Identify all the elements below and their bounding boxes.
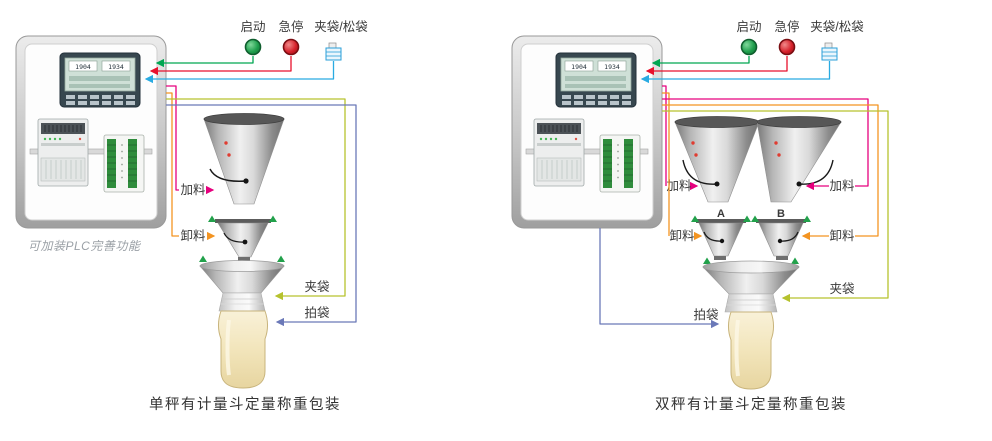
indicator-dot — [694, 153, 698, 157]
clamp-release-wire — [144, 61, 335, 84]
feed-left-line — [662, 85, 667, 186]
discharge-line — [166, 92, 179, 237]
weigh-hopper — [215, 219, 271, 261]
single-scale-diagram: 1904 1934 — [15, 19, 368, 413]
hopper-b-label: B — [777, 208, 785, 220]
hmi-touchscreen: 1904 1934 — [59, 52, 141, 108]
hopper-a-label: A — [717, 208, 725, 220]
clamp-bag-label: 夹袋 — [304, 280, 330, 294]
start-button-label: 启动 — [240, 20, 265, 34]
discharge-label: 卸料 — [180, 228, 206, 243]
start-wire — [155, 56, 254, 68]
clamp-bag-line — [166, 98, 346, 301]
estop-button-icon — [778, 38, 796, 56]
discharge-right-line — [662, 104, 879, 237]
plc-option-note: 可加装PLC完善功能 — [28, 239, 142, 253]
discharge-left-label: 卸料 — [669, 228, 695, 243]
feed-label: 加料 — [180, 183, 206, 197]
din-rail — [525, 148, 649, 155]
clamp-bag-line — [662, 110, 889, 303]
start-button-label: 启动 — [736, 20, 761, 34]
diagram-caption: 双秤有计量斗定量称重包装 — [655, 396, 847, 413]
control-cabinet: 1904 1934 — [511, 35, 663, 229]
bag-clamp-neck — [218, 292, 266, 312]
bag-clamp-neck — [724, 293, 778, 313]
hmi-keys — [66, 95, 135, 105]
indicator-dot — [224, 141, 228, 145]
clamp-release-label: 夹袋/松袋 — [810, 20, 864, 34]
plc-modules — [525, 118, 649, 193]
feed-right-label: 加料 — [829, 179, 855, 193]
clamp-release-label: 夹袋/松袋 — [314, 20, 368, 34]
feed-line — [166, 85, 179, 191]
hmi-value-right: 1934 — [108, 63, 124, 71]
feed-hopper — [203, 113, 285, 205]
sensor-markers — [691, 215, 811, 264]
plc-modules — [29, 118, 153, 193]
pat-bag-line — [599, 228, 720, 329]
estop-button-label: 急停 — [278, 19, 303, 34]
discharge-left-line — [662, 92, 670, 236]
start-wire — [651, 56, 750, 68]
indicator-dot — [691, 141, 695, 145]
hmi-value-left: 1904 — [571, 63, 587, 71]
estop-wire — [645, 56, 788, 76]
gate-lever — [703, 231, 723, 242]
start-button-icon — [740, 38, 758, 56]
feed-hopper-left — [674, 116, 760, 203]
pat-bag-label: 拍袋 — [304, 305, 330, 320]
start-button-icon — [244, 38, 262, 56]
clamp-valve-icon — [325, 42, 342, 61]
discharge-cone — [702, 260, 800, 295]
indicator-dot — [774, 141, 778, 145]
estop-button-label: 急停 — [774, 19, 799, 34]
discharge-right-label: 卸料 — [829, 228, 855, 243]
gate-lever — [798, 159, 834, 185]
weigh-hopper-a: A — [696, 208, 746, 260]
packaging-bag — [728, 311, 774, 390]
discharge-cone — [199, 260, 285, 294]
gate-lever — [682, 159, 718, 185]
operator-buttons: 启动 急停 夹袋/松袋 — [736, 19, 864, 61]
din-rail — [29, 148, 153, 155]
indicator-dot — [777, 153, 781, 157]
estop-button-icon — [282, 38, 300, 56]
indicator-dot — [227, 153, 231, 157]
feed-left-label: 加料 — [666, 179, 692, 193]
diagram-caption: 单秤有计量斗定量称重包装 — [149, 396, 341, 413]
hmi-touchscreen: 1904 1934 — [555, 52, 637, 108]
control-cabinet: 1904 1934 — [15, 35, 167, 229]
hmi-value-left: 1904 — [75, 63, 91, 71]
sensor-markers — [199, 215, 285, 262]
pat-bag-line — [166, 104, 357, 327]
clamp-valve-icon — [821, 42, 838, 61]
clamp-bag-label: 夹袋 — [829, 282, 855, 296]
feed-hopper-right — [756, 116, 842, 203]
gate-lever — [779, 231, 799, 242]
clamp-release-wire — [640, 61, 831, 84]
operator-buttons: 启动 急停 夹袋/松袋 — [240, 19, 368, 61]
hmi-keys — [562, 95, 631, 105]
estop-wire — [149, 56, 292, 76]
pat-bag-label: 拍袋 — [693, 307, 719, 322]
feed-right-line — [662, 98, 869, 187]
gate-lever — [209, 168, 247, 182]
dual-scale-diagram: 1904 1934 — [511, 19, 889, 413]
hmi-value-right: 1934 — [604, 63, 620, 71]
packaging-bag — [218, 310, 268, 389]
gate-lever — [223, 232, 246, 243]
weigh-hopper-b: B — [756, 208, 806, 260]
